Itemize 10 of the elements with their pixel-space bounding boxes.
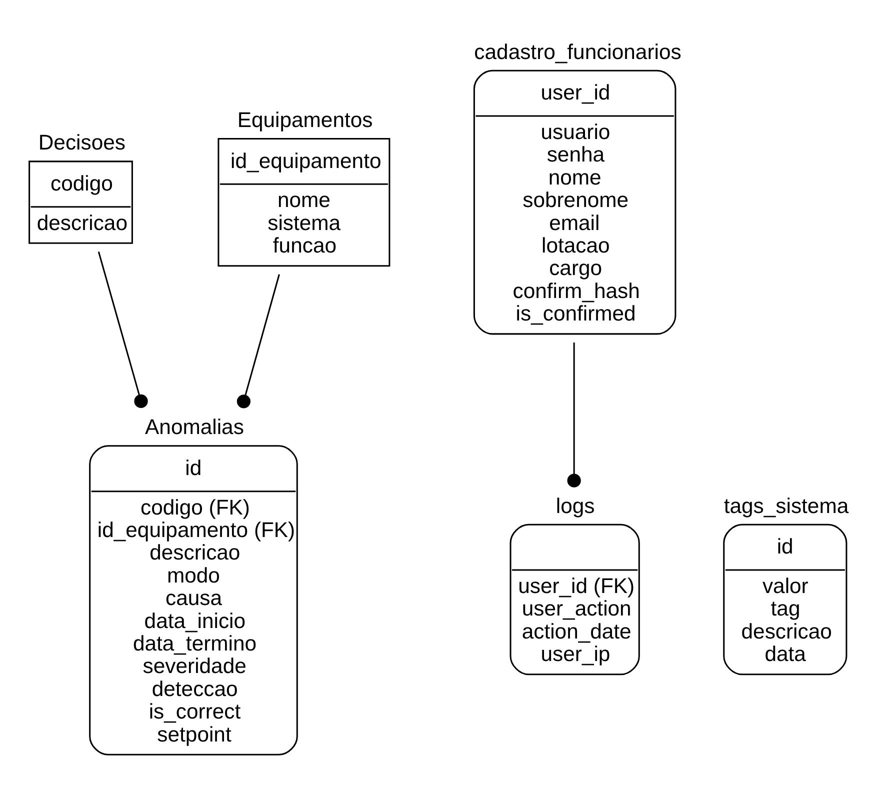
connector bbox=[236, 274, 280, 408]
node-box: user_id usuario senha nome sobrenome email lotacao cargo confirm_hash is_confirmed bbox=[473, 69, 676, 334]
node-label: Equipamentos bbox=[237, 108, 373, 132]
node-label: Decisoes bbox=[38, 131, 126, 154]
connector bbox=[98, 250, 148, 408]
node-label: cadastro_funcionarios bbox=[474, 40, 682, 64]
node-label: logs bbox=[556, 494, 595, 518]
connector bbox=[567, 342, 581, 487]
node-label: tags_sistema bbox=[724, 494, 849, 518]
node-label: Anomalias bbox=[145, 416, 244, 439]
